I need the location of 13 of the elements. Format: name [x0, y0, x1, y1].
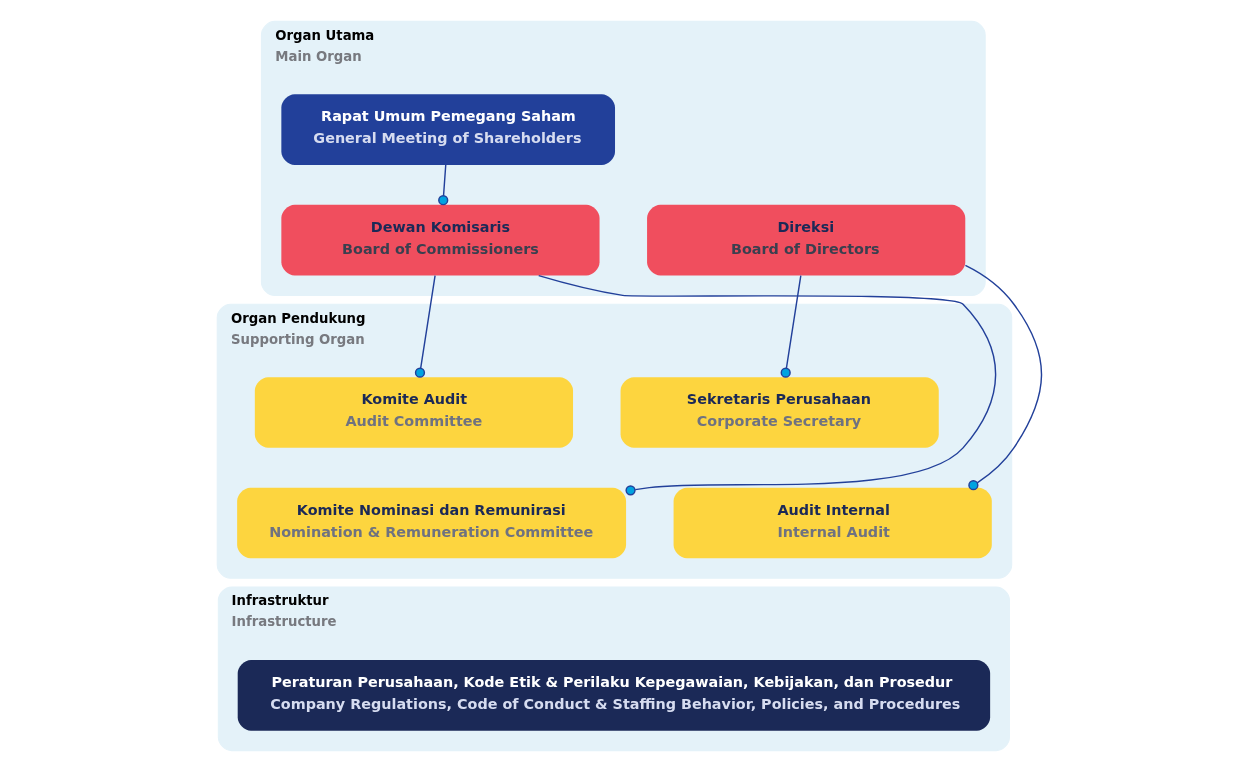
node-box: Peraturan Perusahaan, Kode Etik & Perilaku Kepegawaian, Kebijakan, dan Prosedur Company Regulations, Code of Conduct & Staffing Behavior, Policies, and Procedures	[237, 660, 991, 731]
connector	[964, 264, 1043, 491]
node-box: Dewan Komisaris Board of Commissioners	[281, 204, 600, 276]
node-box: Komite Audit Audit Committee	[254, 377, 574, 448]
node-box: Komite Nominasi dan Remunirasi Nomination & Remuneration Committee	[237, 487, 627, 559]
node-box: Rapat Umum Pemegang Saham General Meeting of Shareholders	[281, 94, 615, 165]
connector	[414, 274, 436, 378]
connector	[538, 274, 997, 496]
connector	[438, 164, 449, 206]
node-box: Sekretaris Perusahaan Corporate Secretary	[620, 377, 939, 448]
node-box: Direksi Board of Directors	[647, 204, 966, 276]
node-box: Audit Internal Internal Audit	[673, 487, 992, 559]
connector	[780, 274, 802, 378]
